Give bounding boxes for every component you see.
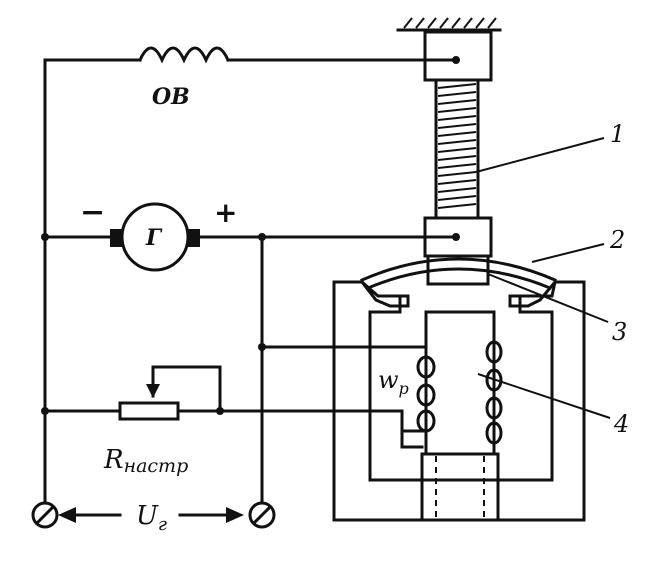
minus-label: −	[80, 195, 105, 230]
damping-plate	[360, 257, 557, 290]
spring	[434, 78, 480, 220]
coil-label: wр	[378, 366, 409, 398]
callout-2: 2	[609, 226, 625, 254]
wiring	[43, 58, 458, 505]
junction-dots	[41, 233, 266, 415]
coil	[260, 340, 503, 449]
output-terminals	[31, 501, 276, 529]
top-terminal-block	[423, 30, 493, 82]
core	[420, 310, 500, 522]
rheostat	[118, 384, 180, 421]
callout-1: 1	[610, 120, 625, 148]
generator-label: Г	[145, 225, 163, 251]
leader-lines	[475, 137, 611, 419]
ground-hatch	[396, 17, 502, 32]
rheostat-label: Rнастр	[103, 445, 188, 477]
plus-label: +	[214, 196, 237, 229]
generator-symbol	[110, 202, 200, 272]
field-winding	[138, 46, 230, 64]
callout-3: 3	[612, 318, 627, 346]
callout-4: 4	[613, 410, 629, 438]
voltage-label: Uг	[136, 501, 167, 535]
magnetic-frame	[332, 279, 586, 522]
field-winding-label: ОВ	[152, 84, 190, 110]
